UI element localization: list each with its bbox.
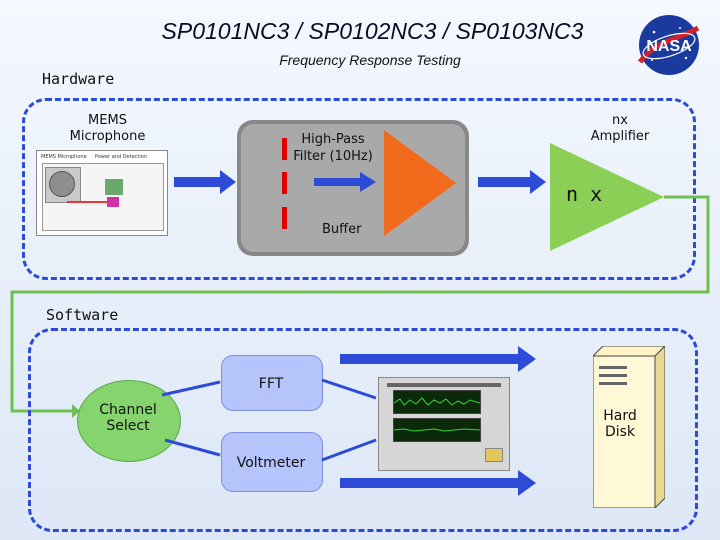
schematic-title-power: Power and Detection xyxy=(95,154,147,160)
mems-schematic: MEMS Microphone Power and Detection xyxy=(36,150,168,236)
arrow-buffer-to-amplifier-icon xyxy=(478,170,546,194)
arrow-fft-to-disk-icon xyxy=(340,346,536,372)
page-title: SP0101NC3 / SP0102NC3 / SP0103NC3 xyxy=(161,18,584,44)
channel-select-label: Channel Select xyxy=(99,402,157,434)
arrow-voltmeter-to-disk-icon xyxy=(340,470,536,496)
amplifier-triangle-icon xyxy=(550,143,664,251)
screen-button-icon xyxy=(485,448,503,462)
nasa-logo-icon: NASA xyxy=(637,15,700,75)
red-mark-middle xyxy=(282,172,287,194)
buffer-triangle-icon xyxy=(384,130,456,236)
signal-line xyxy=(67,201,107,203)
detector-block xyxy=(105,179,123,195)
hard-disk-icon xyxy=(593,346,665,508)
high-pass-filter-label: High-Pass Filter (10Hz) xyxy=(293,132,373,164)
voltmeter-label: Voltmeter xyxy=(236,455,306,471)
voltmeter-box xyxy=(221,432,323,492)
buffer-label: Buffer xyxy=(322,222,362,237)
screen-title-bar xyxy=(387,383,501,387)
amplifier-label: nx Amplifier xyxy=(590,113,650,144)
screen-plot-top xyxy=(393,390,481,414)
software-panel xyxy=(28,328,698,532)
page-subtitle: Frequency Response Testing xyxy=(279,52,461,68)
fft-label: FFT xyxy=(258,376,284,392)
arrow-mems-to-filter-icon xyxy=(174,170,236,194)
red-mark-bottom xyxy=(282,207,287,229)
mic-diaphragm-icon xyxy=(49,171,75,197)
fft-box xyxy=(221,355,323,411)
red-mark-top xyxy=(282,138,287,160)
schematic-title-mems: MEMS Microphone xyxy=(41,154,87,160)
software-screen-thumbnail xyxy=(378,377,510,471)
amplifier-symbol: n x xyxy=(566,182,603,206)
software-section-label: Software xyxy=(46,306,119,324)
arrow-filter-to-buffer-icon xyxy=(314,172,376,192)
output-block xyxy=(107,197,119,207)
hard-disk-label: Hard Disk xyxy=(603,408,637,440)
svg-text:NASA: NASA xyxy=(646,38,692,55)
mems-microphone-label: MEMS Microphone xyxy=(69,113,146,144)
hardware-panel xyxy=(22,98,696,280)
hardware-section-label: Hardware xyxy=(42,70,115,88)
screen-plot-bottom xyxy=(393,418,481,442)
